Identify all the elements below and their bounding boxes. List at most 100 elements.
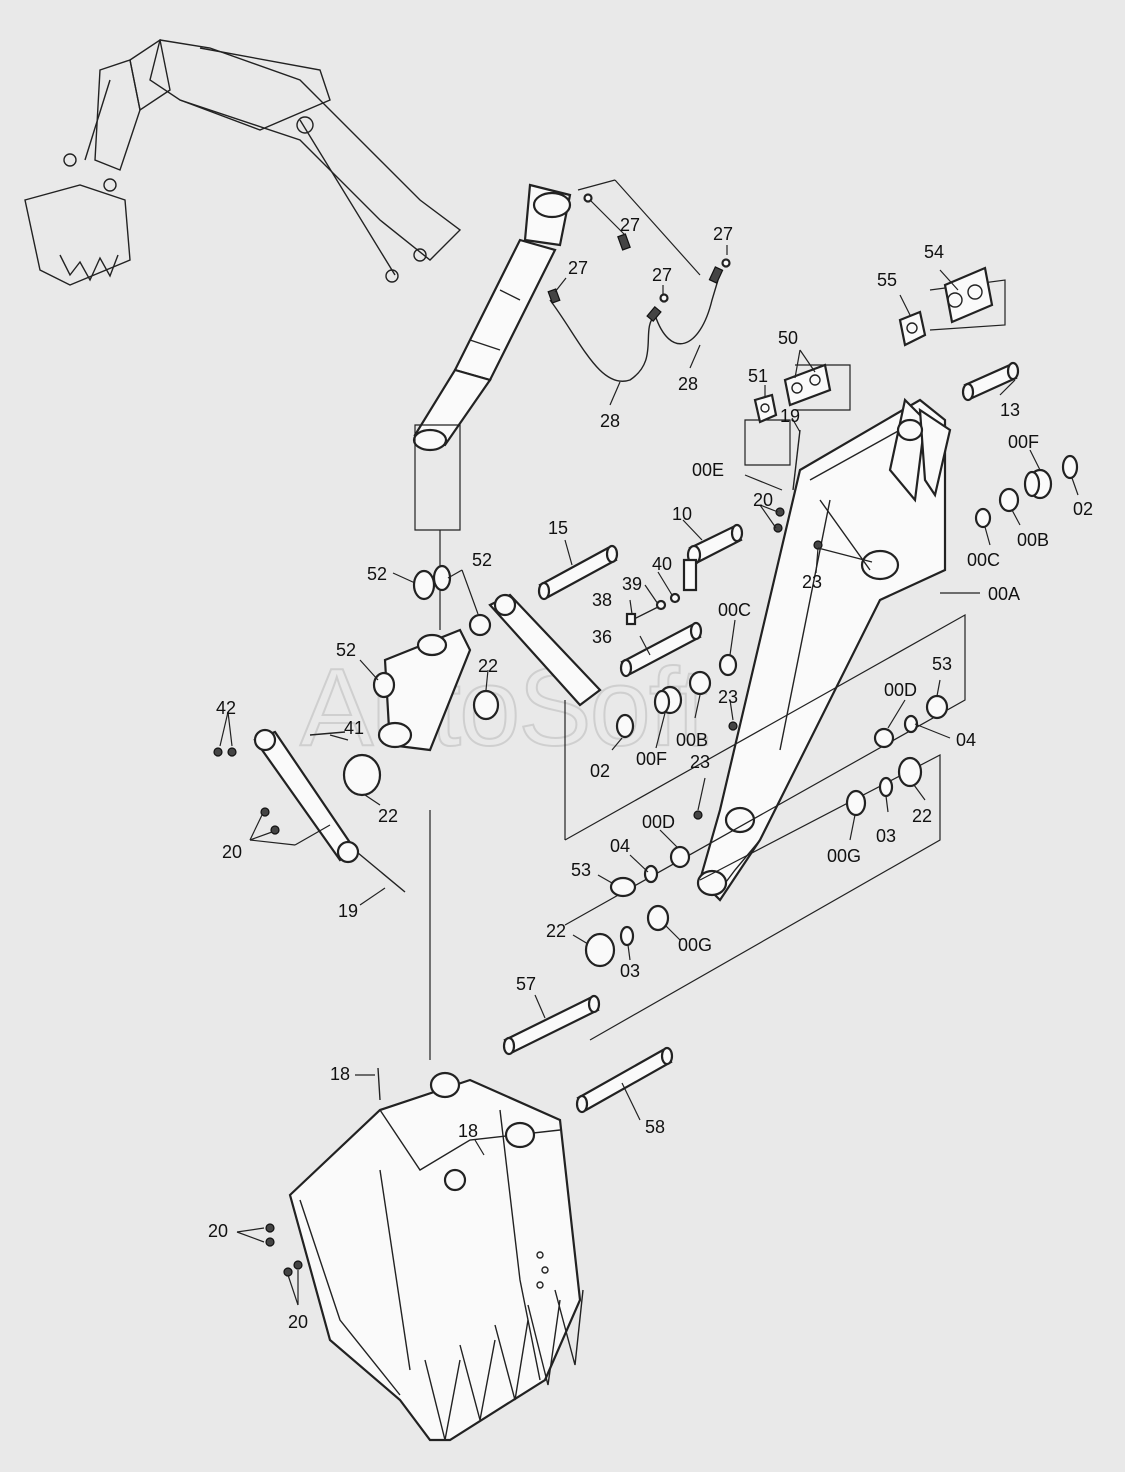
bolt-38-icon: [625, 605, 661, 626]
nut-20-link-a-icon: [260, 807, 270, 817]
label-36: 36: [592, 627, 612, 647]
bushing-00F-upper-icon: [1023, 468, 1053, 500]
label-10: 10: [672, 504, 692, 524]
label-00C-a: 00C: [967, 550, 1000, 570]
label-28-a: 28: [678, 374, 698, 394]
nut-42-b-icon: [227, 747, 237, 757]
seal-04-left-icon: [643, 864, 659, 884]
label-42: 42: [216, 698, 236, 718]
label-39: 39: [622, 574, 642, 594]
seal-00C-upper-icon: [974, 507, 992, 529]
label-19-a: 19: [780, 406, 800, 426]
label-28-b: 28: [600, 411, 620, 431]
nut-42-a-icon: [213, 747, 223, 757]
label-54: 54: [924, 242, 944, 262]
label-52-a: 52: [367, 564, 387, 584]
shim-51-icon: [753, 393, 778, 424]
link-assembly-icon: [253, 593, 602, 864]
bolt-19-upper-icon: [792, 429, 801, 491]
label-51: 51: [748, 366, 768, 386]
seal-03-right-icon: [878, 776, 894, 798]
label-27-c: 27: [568, 258, 588, 278]
label-13: 13: [1000, 400, 1020, 420]
label-00A: 00A: [988, 584, 1020, 604]
label-41: 41: [344, 718, 364, 738]
washer-39-icon: [655, 599, 667, 611]
bushing-00F-lower-icon: [653, 685, 683, 715]
label-00E: 00E: [692, 460, 724, 480]
shim-53-left-icon: [609, 876, 637, 898]
label-23-a: 23: [802, 572, 822, 592]
nut-20-bucket-d-icon: [293, 1260, 303, 1270]
bushing-00G-right-icon: [845, 789, 867, 817]
ring-22-link-lower-icon: [342, 753, 382, 797]
nut-20-top-a-icon: [775, 507, 785, 517]
ring-22-left-icon: [584, 932, 616, 968]
label-04-b: 04: [610, 836, 630, 856]
label-22-b: 22: [378, 806, 398, 826]
bolt-18-upper-icon: [377, 1067, 381, 1101]
label-00F-a: 00F: [1008, 432, 1039, 452]
label-00G-b: 00G: [678, 935, 712, 955]
label-57: 57: [516, 974, 536, 994]
pin-58-icon: [575, 1046, 674, 1114]
label-38: 38: [592, 590, 612, 610]
pin-10-icon: [682, 523, 744, 592]
pin-15-icon: [537, 544, 619, 601]
label-53-b: 53: [571, 860, 591, 880]
shim-52-a-icon: [412, 569, 436, 601]
label-00B-b: 00B: [676, 730, 708, 750]
pin-36-icon: [619, 621, 703, 678]
label-00G-a: 00G: [827, 846, 861, 866]
label-03-a: 03: [876, 826, 896, 846]
label-19-b: 19: [338, 901, 358, 921]
shim-52-d-icon: [372, 671, 396, 699]
ring-22-right-icon: [897, 756, 923, 788]
label-50: 50: [778, 328, 798, 348]
label-18-b: 18: [458, 1121, 478, 1141]
grease-fitting-23-low-icon: [693, 810, 703, 820]
label-03-b: 03: [620, 961, 640, 981]
arm-frame-icon: [696, 397, 952, 902]
label-00D-b: 00D: [642, 812, 675, 832]
shim-55-icon: [898, 310, 927, 347]
hose-28-right: [654, 279, 719, 345]
seal-02-lower-icon: [615, 713, 635, 739]
label-27-a: 27: [620, 215, 640, 235]
label-20-d: 20: [288, 1312, 308, 1332]
label-02-a: 02: [1073, 499, 1093, 519]
nut-20-bucket-b-icon: [265, 1237, 275, 1247]
label-15: 15: [548, 518, 568, 538]
label-40: 40: [652, 554, 672, 574]
bolt-41-icon: [309, 731, 346, 736]
shim-50-icon: [783, 363, 832, 407]
label-20-a: 20: [753, 490, 773, 510]
label-53-a: 53: [932, 654, 952, 674]
label-20-c: 20: [208, 1221, 228, 1241]
nut-20-top-b-icon: [773, 523, 783, 533]
label-52-b: 52: [472, 550, 492, 570]
seal-00C-lower-icon: [718, 653, 738, 677]
label-22-c: 22: [912, 806, 932, 826]
leader-lines: [219, 179, 1079, 1306]
label-00F-b: 00F: [636, 749, 667, 769]
label-18-a: 18: [330, 1064, 350, 1084]
bushing-00B-lower-icon: [688, 670, 712, 696]
pin-13-icon: [961, 361, 1020, 402]
nut-20-bucket-a-icon: [265, 1223, 275, 1233]
bushing-00B-upper-icon: [998, 487, 1020, 513]
label-22-d: 22: [546, 921, 566, 941]
washer-40-icon: [669, 592, 681, 604]
ring-22-link-icon: [472, 689, 500, 721]
hose-28-left: [549, 299, 656, 382]
excavator-arm-overview-icon: [24, 38, 462, 286]
nut-20-bucket-c-icon: [283, 1267, 293, 1277]
label-52-c: 52: [336, 640, 356, 660]
shim-53-right-icon: [925, 694, 949, 720]
seal-03-left-icon: [619, 925, 635, 947]
label-00D-a: 00D: [884, 680, 917, 700]
seal-02-upper-icon: [1061, 454, 1079, 480]
shim-54-icon: [943, 266, 994, 324]
bushing-00G-left-icon: [646, 904, 670, 932]
